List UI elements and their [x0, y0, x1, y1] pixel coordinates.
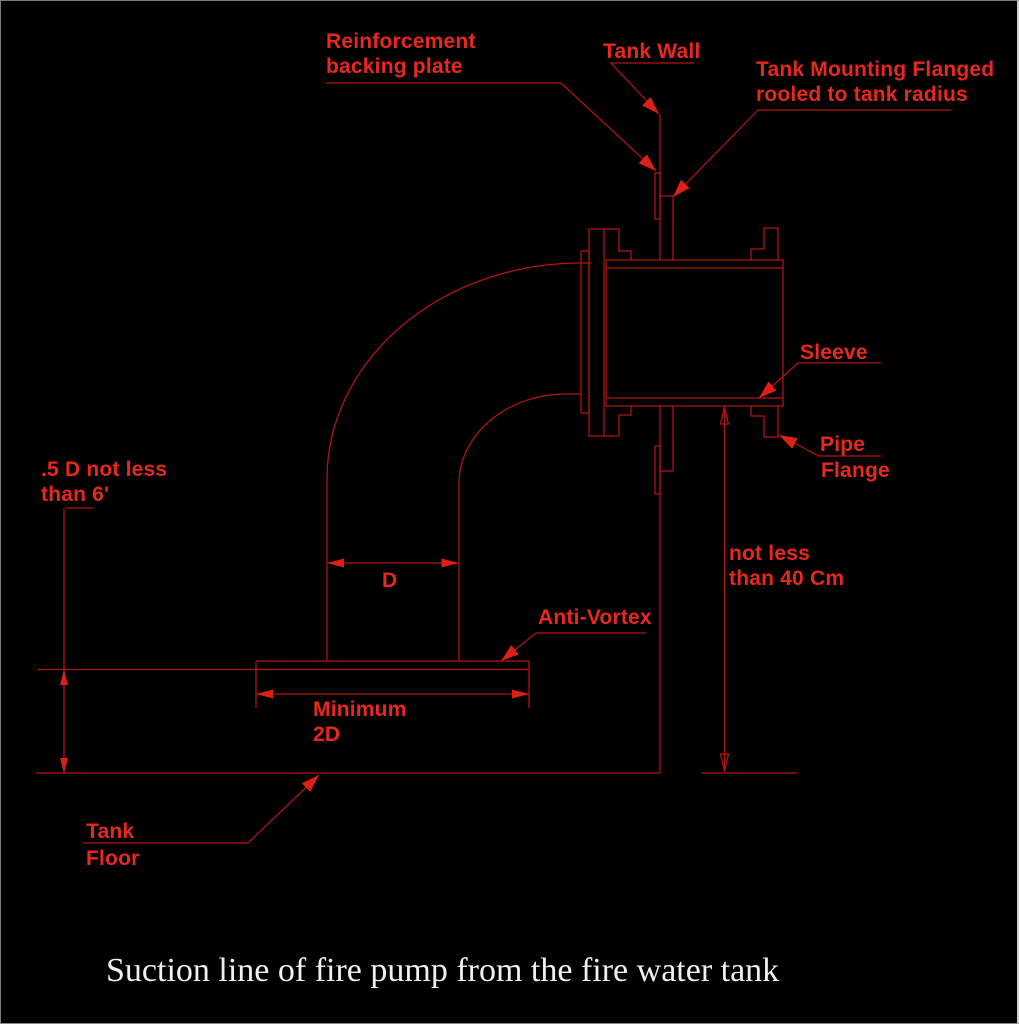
label-line: Tank Mounting Flanged — [756, 58, 995, 81]
tank-mounting-flange-shape — [660, 195, 674, 472]
label-sleeve: Sleeve — [800, 341, 868, 364]
drawing-title: Suction line of fire pump from the fire … — [106, 952, 780, 989]
label-line: Minimum — [313, 698, 407, 721]
elbow-pipe — [326, 262, 591, 661]
sleeve-body — [605, 259, 784, 407]
label-line: than 6' — [41, 483, 110, 506]
label-pipe-flange: Pipe — [820, 433, 866, 456]
label-pipe-flange-line2: Flange — [821, 459, 890, 482]
dimension-pipe-diameter — [327, 558, 459, 568]
label-dimension-wall-clearance: not less than 40 Cm — [729, 541, 844, 591]
label-line: 2D — [313, 723, 341, 746]
label-anti-vortex: Anti-Vortex — [538, 606, 652, 629]
label-tank-wall: Tank Wall — [603, 40, 701, 63]
reinforcement-backing-plates — [654, 172, 661, 495]
dimension-suction-height — [60, 507, 93, 773]
leader-anti-vortex — [500, 632, 646, 662]
label-dimension-suction-height: .5 D not less than 6' — [41, 457, 167, 507]
label-tank-mounting-flange: Tank Mounting Flanged rooled to tank rad… — [756, 57, 994, 107]
leader-tank-mounting — [672, 109, 951, 198]
label-dimension-plate-width: Minimum 2D — [313, 697, 407, 747]
label-reinforcement-backing-plate: Reinforcement backing plate — [326, 29, 476, 79]
label-line: rooled to tank radius — [756, 83, 968, 106]
leader-sleeve — [758, 362, 881, 399]
pipe-flange-assembly — [580, 227, 779, 438]
leader-reinforcement — [326, 82, 657, 172]
leader-pipe-flange — [778, 434, 881, 457]
label-line: backing plate — [326, 55, 463, 78]
leader-tank-floor — [83, 774, 320, 844]
label-tank-floor: Tank — [86, 820, 135, 843]
dimension-wall-clearance — [719, 406, 730, 772]
dimension-plate-width — [256, 689, 529, 699]
anti-vortex-plate — [38, 660, 530, 708]
label-line: .5 D not less — [41, 458, 168, 481]
label-dimension-d: D — [382, 569, 398, 592]
label-tank-floor-line2: Floor — [86, 847, 140, 870]
label-line: Reinforcement — [326, 30, 476, 53]
label-line: not less — [729, 542, 810, 565]
leader-tank-wall — [609, 62, 694, 115]
label-line: than 40 Cm — [729, 567, 845, 590]
